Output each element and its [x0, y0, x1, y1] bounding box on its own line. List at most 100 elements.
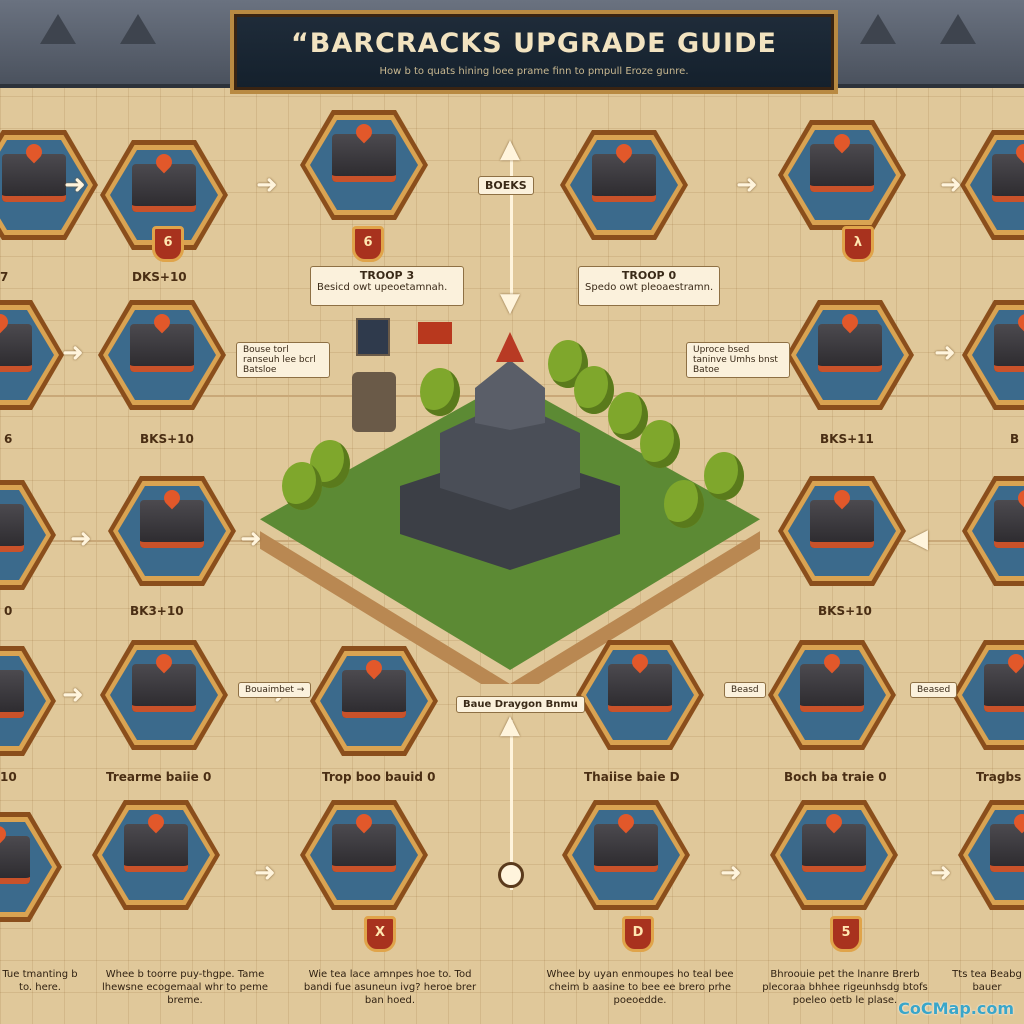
troop-0-card: TROOP 0 Spedo owt pleoaestramn.: [578, 266, 720, 306]
level-label: 0: [4, 604, 13, 618]
arrow-up-icon: ▲: [500, 134, 520, 164]
upgrade-tile[interactable]: [310, 646, 438, 756]
arrow-right-icon: ➜: [240, 524, 262, 554]
level-label: BK3+10: [130, 604, 184, 618]
upgrade-tile[interactable]: [778, 476, 906, 586]
arrow-right-icon: ➜: [62, 680, 84, 710]
tree-icon: [664, 480, 704, 528]
troop-3-title: TROOP 3: [359, 269, 415, 282]
upgrade-tile[interactable]: [98, 300, 226, 410]
wall-tower-icon: [40, 14, 76, 44]
right-note: Uproce bsed taninve Umhs bnst Batoe: [686, 342, 790, 378]
upgrade-tile[interactable]: [952, 640, 1024, 750]
tree-icon: [704, 452, 744, 500]
upgrade-tile[interactable]: [108, 476, 236, 586]
upgrade-tile[interactable]: [300, 110, 428, 220]
upgrade-tile[interactable]: [560, 130, 688, 240]
left-small-tag: Bouaimbet →: [238, 682, 312, 698]
level-badge: 6: [152, 226, 184, 262]
caption: Wie tea lace amnpes hoe to. Tod bandi fu…: [303, 969, 477, 1006]
arrow-right-icon: ➜: [930, 858, 952, 888]
caption: Bhroouie pet the lnanre Brerb plecoraa b…: [762, 969, 928, 1006]
page-title: “BARCRACKS UPGRADE GUIDE: [291, 28, 777, 59]
row-label: 10: [0, 770, 17, 784]
level-badge: X: [364, 916, 396, 952]
level-label: 6: [4, 432, 13, 446]
tree-icon: [282, 462, 322, 510]
troop-0-title: TROOP 0: [621, 269, 677, 282]
right-small-tag: Beased: [910, 682, 958, 698]
level-label: DKS+10: [132, 270, 187, 284]
upgrade-tile[interactable]: [962, 300, 1024, 410]
arrow-right-icon: ➜: [254, 858, 276, 888]
arrow-left-icon: ◀: [908, 524, 928, 554]
upgrade-tile[interactable]: [958, 800, 1024, 910]
level-badge: λ: [842, 226, 874, 262]
tree-icon: [574, 366, 614, 414]
upgrade-tile[interactable]: [562, 800, 690, 910]
red-flag-icon: [418, 322, 452, 344]
connector-line: [510, 150, 513, 300]
page-subtitle: How b to quats hining loee prame finn to…: [379, 66, 689, 77]
arrow-up-icon: ▲: [500, 710, 520, 740]
left-note: Bouse torl ranseuh lee bcrl Batsloe: [236, 342, 330, 378]
level-label: BKS+10: [818, 604, 872, 618]
wall-tower-icon: [940, 14, 976, 44]
row-label: Thaiise baie D: [584, 770, 680, 784]
level-label: B: [1010, 432, 1020, 446]
row-label: Trearme baiie 0: [106, 770, 212, 784]
row-label: Boch ba traie 0: [784, 770, 887, 784]
upgrade-tile[interactable]: [0, 812, 62, 922]
row-label: Trop boo bauid 0: [322, 770, 436, 784]
right-small-tag: Beasd: [724, 682, 766, 698]
title-banner: “BARCRACKS UPGRADE GUIDE How b to quats …: [230, 10, 838, 94]
upgrade-tile[interactable]: [786, 300, 914, 410]
upgrade-tile[interactable]: [100, 640, 228, 750]
tree-icon: [420, 368, 460, 416]
upgrade-tile[interactable]: [0, 300, 64, 410]
wall-tower-icon: [120, 14, 156, 44]
arrow-right-icon: ➜: [940, 170, 962, 200]
troop-3-card: TROOP 3 Besicd owt upeoetamnah.: [310, 266, 464, 306]
troop-0-desc: Spedo owt pleoaestramn.: [585, 282, 714, 293]
watch-tower-icon: [352, 372, 396, 432]
upgrade-tile[interactable]: [0, 480, 56, 590]
level-label: BKS+11: [820, 432, 874, 446]
wall-tower-icon: [860, 14, 896, 44]
upgrade-tile[interactable]: [770, 800, 898, 910]
upgrade-tile[interactable]: [300, 800, 428, 910]
base-tag: Baue Draygon Bnmu: [456, 696, 585, 713]
upgrade-tile[interactable]: [0, 130, 98, 240]
level-badge: D: [622, 916, 654, 952]
arrow-right-icon: ➜: [720, 858, 742, 888]
level-label: BKS+10: [140, 432, 194, 446]
checkpoint-icon: [498, 862, 524, 888]
barracks-keep[interactable]: [400, 332, 620, 580]
level-badge: 6: [352, 226, 384, 262]
upgrade-tile[interactable]: [92, 800, 220, 910]
row-label: Tragbs: [976, 770, 1022, 784]
upgrade-tile[interactable]: [100, 140, 228, 250]
connector-line: [510, 720, 513, 890]
arrow-right-icon: ➜: [934, 338, 956, 368]
troop-3-desc: Besicd owt upeoetamnah.: [317, 282, 448, 293]
upgrade-tile[interactable]: [778, 120, 906, 230]
caption: Tue tmanting b to. here.: [2, 969, 78, 993]
arrow-right-icon: ➜: [256, 170, 278, 200]
arrow-right-icon: ➜: [62, 338, 84, 368]
upgrade-tile[interactable]: [768, 640, 896, 750]
arrow-right-icon: ➜: [70, 524, 92, 554]
upgrade-tile[interactable]: [0, 646, 56, 756]
upgrade-tile[interactable]: [576, 640, 704, 750]
banner-flag-icon: [356, 318, 390, 356]
upgrade-tile[interactable]: [962, 476, 1024, 586]
arrow-right-icon: ➜: [736, 170, 758, 200]
caption: Tts tea Beabg bauer: [952, 969, 1022, 993]
arrow-down-icon: ▼: [500, 288, 520, 318]
level-badge: 5: [830, 916, 862, 952]
caption: Whee b toorre puy-thgpe. Tame lhewsne ec…: [102, 969, 268, 1006]
boeks-tag: BOEKS: [478, 176, 534, 195]
tree-icon: [640, 420, 680, 468]
level-label: 7: [0, 270, 9, 284]
upgrade-tile[interactable]: [960, 130, 1024, 240]
